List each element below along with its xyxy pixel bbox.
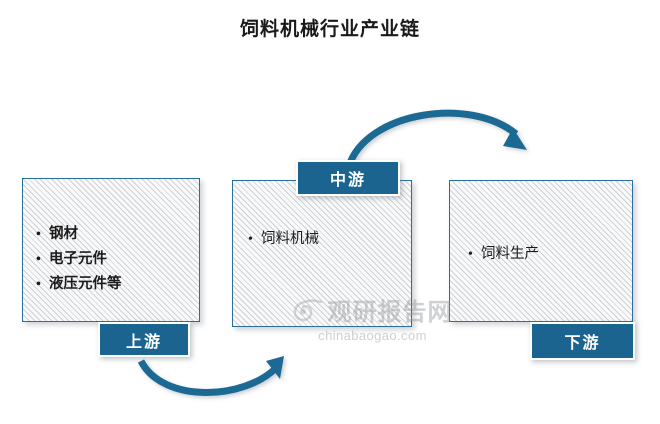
- stage-badge-upstream: 上游: [98, 322, 190, 357]
- midstream-item-list: 饲料机械: [248, 228, 660, 251]
- stage-badge-midstream: 中游: [296, 160, 400, 196]
- watermark: 观研报告网 chinabaogao.com: [275, 292, 470, 343]
- list-item: 电子元件: [36, 247, 660, 272]
- page-title: 饲料机械行业产业链: [239, 19, 420, 40]
- downstream-item-list: 饲料生产: [468, 243, 660, 266]
- list-item: 液压元件等: [36, 272, 660, 297]
- eye-logo-icon: [293, 298, 322, 321]
- arrow-midstream-to-downstream: [345, 109, 527, 168]
- arrow-upstream-to-midstream: [137, 356, 284, 396]
- list-item: 饲料机械: [248, 228, 660, 251]
- upstream-item-list: 钢材 电子元件 液压元件等: [36, 222, 660, 297]
- list-item: 饲料生产: [468, 243, 660, 266]
- watermark-url: chinabaogao.com: [318, 328, 427, 343]
- list-item: 钢材: [36, 222, 660, 247]
- stage-badge-downstream: 下游: [530, 322, 635, 360]
- watermark-brand: 观研报告网: [327, 300, 453, 326]
